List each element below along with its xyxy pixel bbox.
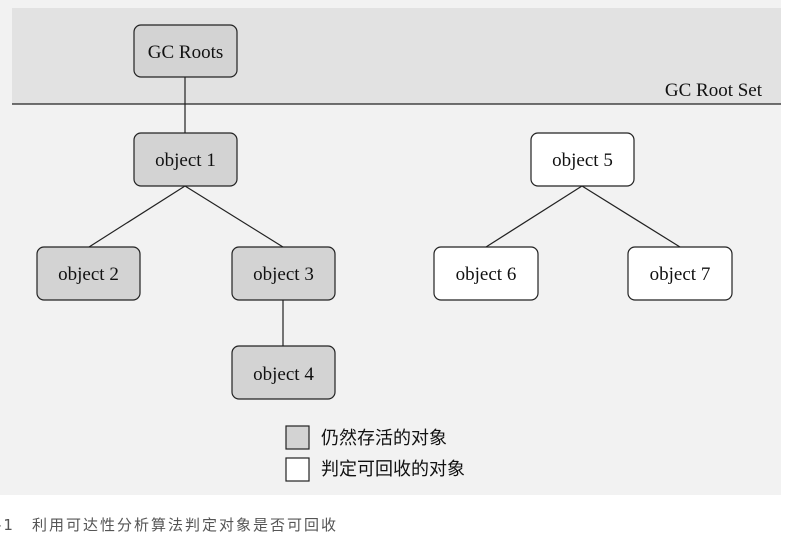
- node-label: object 6: [456, 264, 517, 285]
- node-label: GC Roots: [148, 42, 224, 63]
- edge-object1-object3: [184, 185, 284, 248]
- edge-object1-object2: [88, 185, 186, 248]
- node-label: object 4: [253, 364, 314, 385]
- node-gc-roots: GC Roots: [133, 24, 238, 78]
- node-object-5: object 5: [530, 132, 635, 187]
- node-label: object 7: [650, 264, 711, 285]
- legend-label-collectable: 判定可回收的对象: [321, 459, 465, 480]
- node-label: object 1: [155, 150, 216, 171]
- node-object-1: object 1: [133, 132, 238, 187]
- legend-swatch-alive: [285, 425, 310, 450]
- figure-caption: -1 利用可达性分析算法判定对象是否可回收: [0, 516, 338, 534]
- edge-object5-object7: [581, 185, 681, 248]
- legend: 仍然存活的对象 判定可回收的对象: [285, 425, 465, 482]
- edge-object5-object6: [485, 185, 583, 248]
- root-set-label: GC Root Set: [665, 80, 763, 101]
- node-label: object 5: [552, 150, 613, 171]
- node-object-7: object 7: [627, 246, 733, 301]
- node-label: object 3: [253, 264, 314, 285]
- legend-label-alive: 仍然存活的对象: [321, 428, 447, 449]
- legend-swatch-collectable: [285, 457, 310, 482]
- node-object-6: object 6: [433, 246, 539, 301]
- node-object-2: object 2: [36, 246, 141, 301]
- node-label: object 2: [58, 264, 119, 285]
- node-object-4: object 4: [231, 345, 336, 400]
- node-object-3: object 3: [231, 246, 336, 301]
